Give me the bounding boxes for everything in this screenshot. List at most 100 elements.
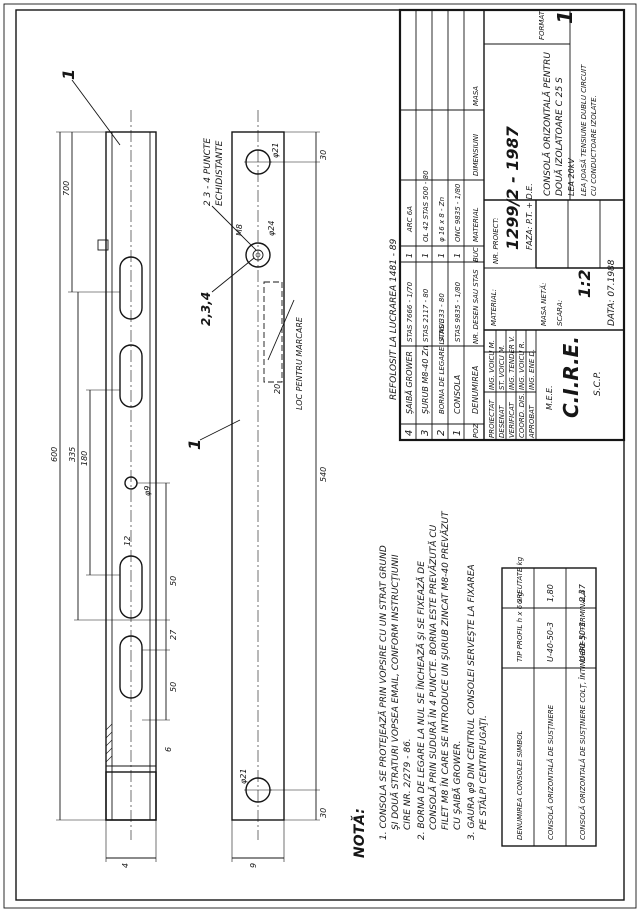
bom-row-1-buc: 1 <box>453 253 462 258</box>
dim-180: 180 <box>80 451 89 466</box>
phase: FAZA: P.T. + D.E. <box>525 183 534 250</box>
title-block <box>398 8 626 442</box>
org-name: C.I.R.E. <box>559 336 583 418</box>
note-2: 2. BORNA DE LEGARE LA NUL SE ÎNCHEAZĂ ŞI… <box>415 561 427 840</box>
parts-234-marker: 2,3,4 <box>199 292 213 326</box>
bom-row-4-poz: 4 <box>404 430 415 436</box>
bom-row-2-name: BORNA DE LEGARE LA NUL <box>438 319 446 414</box>
role-drawn: DESENAT <box>498 405 506 438</box>
leader-marking <box>267 299 295 361</box>
variants-row-1-name: CONSOLĂ ORIZONTALĂ DE SUSŢINERE <box>546 704 555 840</box>
title-line-4: LEA JOASĂ TENSIUNE DUBLU CIRCUIT <box>579 64 588 196</box>
variants-row-2-weight: 2,37 <box>578 583 587 602</box>
bom-row-3-buc: 1 <box>421 253 430 258</box>
material-label: MATERIAL: <box>490 289 498 326</box>
sheet-edge <box>3 3 637 909</box>
bom-header-poz: POZ <box>472 423 480 438</box>
note-2b: CONSOLĂ PRIN SUDURĂ ÎN 4 PUNCTE. BORNA E… <box>427 524 439 830</box>
bom-header-dim: DIMENSIUNI <box>472 134 480 176</box>
dim-m8: M8 <box>235 224 244 236</box>
leader-part-1 <box>71 79 121 146</box>
slot-2 <box>119 344 143 408</box>
scale-value: 1:2 <box>575 269 594 298</box>
dim-50b: 50 <box>169 682 178 692</box>
note-1c: CIRE NR. 2/279 - 86. <box>403 738 413 830</box>
bom-row-2-stas: STAS 333 - 80 <box>438 293 446 342</box>
part-1-side-marker: 1 <box>185 439 204 450</box>
bom-header-material: MATERIAL <box>472 207 480 242</box>
dim-phi9: φ9 <box>143 486 152 496</box>
bom-row-3-stas: STAS 2117 - 80 <box>422 288 430 342</box>
marking-zone <box>263 281 283 383</box>
dim-27: 27 <box>169 629 178 640</box>
variants-row-1-weight: 1,80 <box>546 584 555 602</box>
note-3b: PE STÂLPI CENTRIFUGAŢI. <box>477 715 489 830</box>
note-2d: CU ŞAIBĂ GROWER. <box>451 741 463 830</box>
reused-note: REFOLOSIT LA LUCRAREA 1481 - 89 <box>389 238 399 400</box>
title-line-3: LEA 20kV <box>567 158 576 196</box>
variants-header-name: DENUMIREA CONSOLEI SIMBOL <box>516 730 524 840</box>
dim-335: 335 <box>68 447 77 462</box>
dim-50a: 50 <box>169 576 178 586</box>
dim-540: 540 <box>319 467 328 482</box>
bom-row-2-buc: 1 <box>437 253 446 258</box>
dim-9: 9 <box>249 863 258 868</box>
variants-row-1-profile: U-40-50-3 <box>546 622 555 662</box>
scale-label: SCARA: <box>556 300 564 326</box>
name-designed: ING. VOICU M. <box>488 340 496 390</box>
project-label: NR. PROIECT: <box>492 217 500 264</box>
grounding-tab <box>97 239 109 251</box>
bom-header-buc: BUC <box>472 247 480 262</box>
dim-12: 12 <box>123 536 132 546</box>
bom-row-4-name: ŞAIBĂ GROWER <box>403 351 414 414</box>
weld-note-2: ECHIDISTANTE <box>215 140 225 206</box>
sheet-number: 1 <box>553 10 577 24</box>
terminal-core <box>255 252 261 258</box>
end-cap <box>105 771 157 821</box>
mass-label: MASA NETĂ: <box>539 283 548 327</box>
sheet-label: FORMAT <box>538 10 546 40</box>
console-side-view <box>199 110 320 862</box>
notes-heading: NOTĂ: <box>350 808 368 858</box>
terminal-boss <box>245 242 271 268</box>
bom-row-3-name: ŞURUB M8-40 Zn <box>421 345 430 414</box>
bom-row-4-material: ARC 6A <box>406 206 414 233</box>
dim-30b: 30 <box>319 808 328 818</box>
note-1: 1. CONSOLA SE PROTEJEAZĂ PRIN VOPSIRE CU… <box>377 545 389 840</box>
slot-1 <box>119 256 143 320</box>
part-1-marker: 1 <box>59 69 78 80</box>
bom-row-3-poz: 3 <box>420 430 431 436</box>
variants-table-frame <box>501 567 597 847</box>
leader-parts-234 <box>211 257 255 293</box>
dim-30a: 30 <box>319 150 328 160</box>
note-3: 3. GAURA φ9 DIN CENTRUL CONSOLEI SERVEŞT… <box>467 564 477 840</box>
bom-row-3-material: OL 42 STAS 500 - 80 <box>422 170 430 242</box>
bom-row-1-poz: 1 <box>452 430 463 436</box>
dept: M.E.E. <box>545 385 554 410</box>
weld-hatch <box>105 723 113 763</box>
bom-row-4-stas: STAS 7666 - 1/70 <box>406 281 414 342</box>
note-2c: FILET M8 ÎN CARE SE INTRODUCE UN ŞURUB Z… <box>439 510 451 830</box>
slot-4 <box>119 635 143 699</box>
sheet-border <box>15 9 625 901</box>
role-designed: PROIECTAT <box>488 399 496 438</box>
bom-header-mass: MASA <box>472 86 480 106</box>
note-1b: ŞI DOUĂ STRATURI VOPSEA EMAIL, CONFORM I… <box>389 554 401 830</box>
dim-600: 600 <box>50 447 59 462</box>
slot-3 <box>119 555 143 619</box>
role-approved: APROBAT <box>528 405 536 439</box>
title-line-2: DOUĂ IZOLATOARE C 25 S <box>553 77 565 196</box>
role-checked: VERIFICAT <box>508 402 516 438</box>
variants-header-profile: TIP PROFIL h x 6 x g <box>516 591 524 662</box>
leader-weld <box>211 205 257 251</box>
role-coord: COORD. DIS. <box>518 393 526 438</box>
title-line-1: CONSOLĂ ORIZONTALĂ PENTRU <box>541 52 553 196</box>
marking-zone-label: LOC PENTRU MARCARE <box>295 316 304 410</box>
dim-phi21-top: φ21 <box>271 143 280 158</box>
variants-header-weight: GREUTATE kg <box>516 556 524 604</box>
dim-phi21-bottom: φ21 <box>239 769 248 784</box>
dim-phi24: φ24 <box>267 221 276 236</box>
terminal-thread <box>252 249 264 261</box>
console-front-view <box>56 79 170 862</box>
bom-row-1-stas: STAS 9835 - 1/80 <box>454 281 462 342</box>
